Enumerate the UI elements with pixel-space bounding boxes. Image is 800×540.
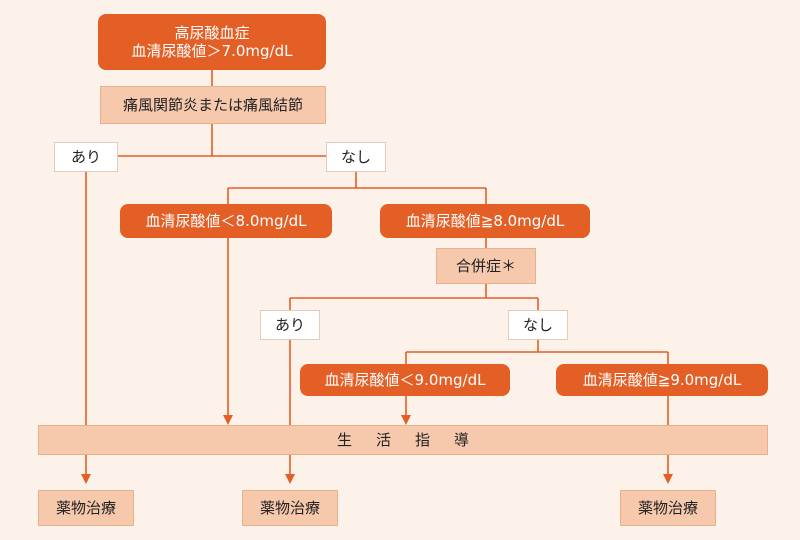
ua-at-least-8-box: 血清尿酸値≧8.0mg/dL bbox=[380, 204, 590, 238]
hyperuricemia-title: 高尿酸血症 bbox=[174, 24, 250, 42]
hyperuricemia-threshold: 血清尿酸値＞7.0mg/dL bbox=[131, 42, 293, 60]
drug-therapy-box-2: 薬物治療 bbox=[242, 490, 338, 526]
arrow-drug1 bbox=[81, 474, 91, 484]
lifestyle-guidance-bar: 生活指導 bbox=[38, 425, 768, 455]
drug-therapy-box-3: 薬物治療 bbox=[620, 490, 716, 526]
ua-below-9-box: 血清尿酸値＜9.0mg/dL bbox=[300, 364, 510, 396]
arrow-ua9 bbox=[401, 415, 411, 425]
branch1-no-box: なし bbox=[326, 142, 386, 172]
branch2-no-box: なし bbox=[508, 310, 568, 340]
arrow-drug3 bbox=[663, 474, 673, 484]
complications-box: 合併症＊ bbox=[436, 248, 536, 284]
branch2-yes-box: あり bbox=[260, 310, 320, 340]
arrow-ua8 bbox=[223, 415, 233, 425]
branch1-yes-box: あり bbox=[54, 142, 118, 172]
ua-at-least-9-box: 血清尿酸値≧9.0mg/dL bbox=[556, 364, 768, 396]
arrow-drug2 bbox=[285, 474, 295, 484]
gout-question-box: 痛風関節炎または痛風結節 bbox=[100, 86, 326, 124]
ua-below-8-box: 血清尿酸値＜8.0mg/dL bbox=[120, 204, 332, 238]
hyperuricemia-box: 高尿酸血症 血清尿酸値＞7.0mg/dL bbox=[98, 14, 326, 70]
drug-therapy-box-1: 薬物治療 bbox=[38, 490, 134, 526]
